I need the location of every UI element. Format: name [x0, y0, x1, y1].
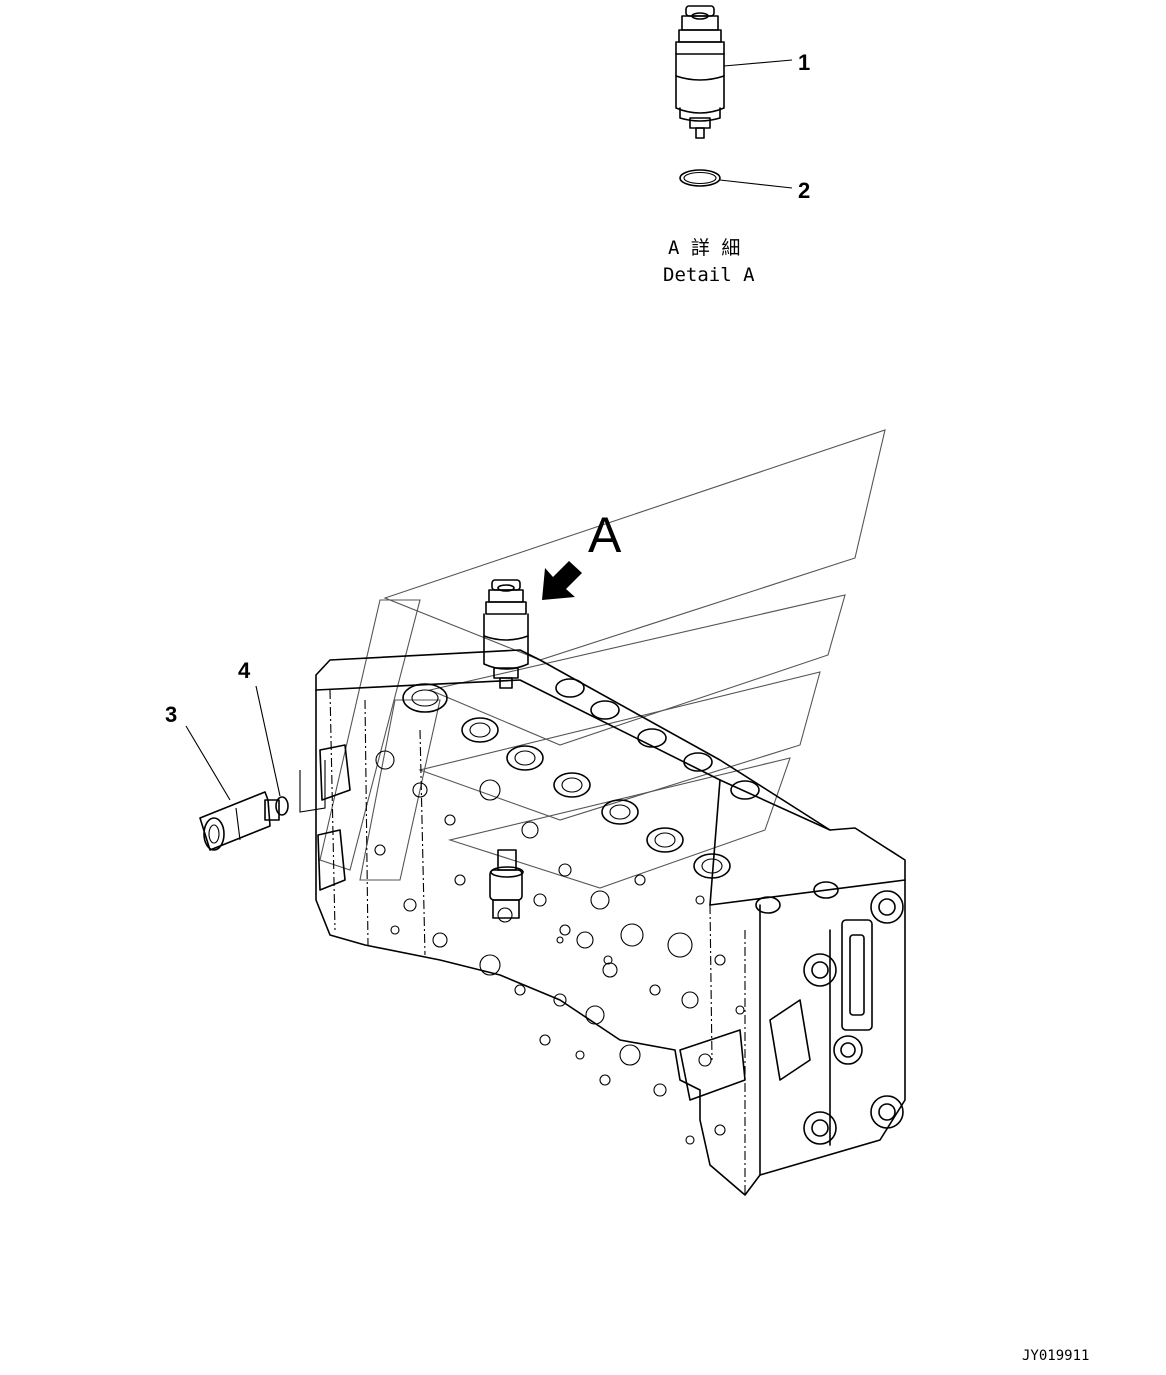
plug-mount-outline [299, 760, 326, 813]
drawing-code: JY019911 [1022, 1348, 1089, 1364]
callout-3: 3 [165, 702, 177, 727]
part-3-plug [185, 725, 280, 851]
view-letter-a: A [588, 507, 622, 563]
callout-2: 2 [798, 178, 810, 203]
front-face-valve [489, 849, 524, 919]
installed-part-1 [483, 579, 529, 689]
part-4-o-ring [255, 685, 289, 816]
front-face-holes [374, 750, 745, 1145]
detail-label-japanese: A 詳 細 [668, 237, 740, 259]
top-ports [402, 678, 839, 914]
watermark-logo [319, 429, 886, 889]
part-1-valve-cartridge [675, 5, 793, 139]
view-direction-arrow-icon [542, 561, 582, 600]
part-2-o-ring [679, 169, 793, 189]
callout-1: 1 [798, 50, 810, 75]
control-valve-body [315, 649, 906, 1196]
detail-label-english: Detail A [663, 264, 755, 286]
callout-4: 4 [238, 658, 251, 683]
